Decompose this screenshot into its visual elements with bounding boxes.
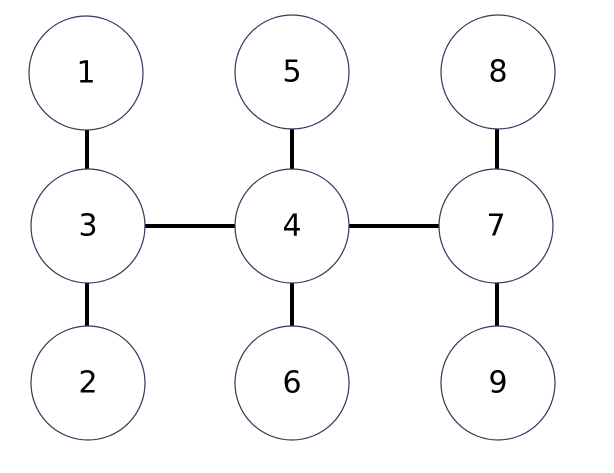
node-label: 8 (488, 55, 507, 90)
graph-node[interactable]: 9 (440, 325, 556, 441)
node-circle[interactable] (234, 14, 350, 130)
nodes-layer: 1 5 8 3 4 7 2 6 9 (28, 14, 556, 441)
graph-node[interactable]: 3 (30, 168, 146, 284)
graph-node[interactable]: 1 (28, 15, 144, 131)
node-circle[interactable] (30, 325, 146, 441)
graph-node[interactable]: 8 (440, 14, 556, 130)
graph-node[interactable]: 6 (234, 325, 350, 441)
node-label: 5 (282, 55, 301, 90)
node-circle[interactable] (440, 325, 556, 441)
node-circle[interactable] (28, 15, 144, 131)
graph-node[interactable]: 4 (234, 168, 350, 284)
node-label: 9 (488, 366, 507, 401)
node-circle[interactable] (438, 168, 554, 284)
node-circle[interactable] (234, 168, 350, 284)
edges-layer (85, 127, 499, 328)
node-label: 2 (78, 366, 97, 401)
node-circle[interactable] (30, 168, 146, 284)
node-label: 4 (282, 209, 301, 244)
graph-node[interactable]: 5 (234, 14, 350, 130)
node-label: 3 (78, 209, 97, 244)
graph-node[interactable]: 2 (30, 325, 146, 441)
node-circle[interactable] (440, 14, 556, 130)
node-label: 6 (282, 366, 301, 401)
graph-node[interactable]: 7 (438, 168, 554, 284)
node-label: 1 (76, 56, 95, 91)
node-label: 7 (486, 209, 505, 244)
node-circle[interactable] (234, 325, 350, 441)
